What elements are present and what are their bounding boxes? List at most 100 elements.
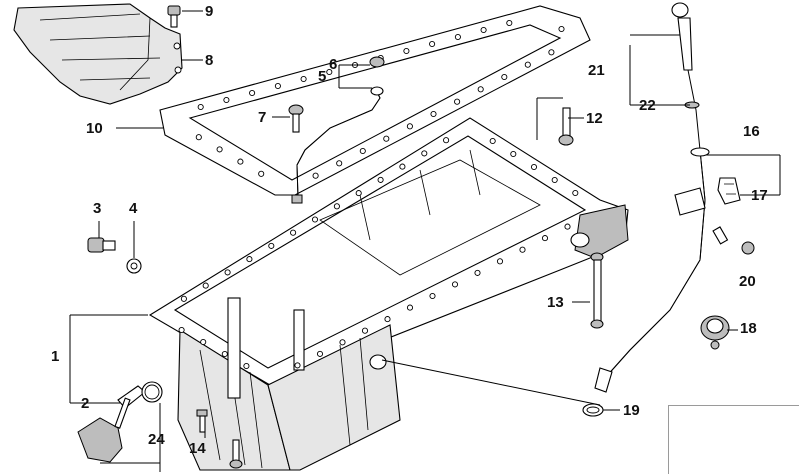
clip-17-icon xyxy=(717,177,741,205)
bolt-hole xyxy=(216,146,223,153)
bolt-hole xyxy=(223,96,230,104)
bolt-13-icon xyxy=(590,252,604,329)
callout-16: 16 xyxy=(743,123,760,140)
bolt-hole xyxy=(541,235,549,242)
callout-20: 20 xyxy=(739,273,756,290)
bolt-hole xyxy=(339,339,346,346)
bolt-hole xyxy=(359,147,366,155)
bolt-hole xyxy=(361,327,369,334)
bolt-short-icon xyxy=(229,439,243,469)
bolt-hole xyxy=(197,103,204,111)
bolt-hole xyxy=(496,258,504,265)
callout-22: 22 xyxy=(639,97,656,114)
bolt-hole xyxy=(501,73,508,81)
bolt-hole xyxy=(429,40,436,48)
bolt-hole xyxy=(421,150,428,157)
gasket-icon xyxy=(159,5,591,196)
callout-7: 7 xyxy=(258,109,267,126)
bolt-hole xyxy=(489,137,496,145)
bolt-hole xyxy=(290,229,297,236)
bolt-hole xyxy=(384,316,391,323)
o-ring-24-icon xyxy=(141,381,163,403)
dipstick-guide-tube-icon xyxy=(594,147,710,393)
callout-6: 6 xyxy=(329,56,338,73)
bolt-hole xyxy=(237,158,244,165)
bolt-hole xyxy=(224,269,231,276)
oil-pipe-icon xyxy=(291,56,385,204)
bolt-hole xyxy=(399,163,406,170)
dipstick-icon xyxy=(671,2,701,151)
callout-4: 4 xyxy=(129,200,138,217)
bolt-hole xyxy=(403,47,410,55)
bolt-7-icon xyxy=(288,104,304,133)
bolt-hole xyxy=(480,26,487,34)
grommet-18-icon xyxy=(700,315,730,350)
bolt-hole xyxy=(477,86,484,93)
bolt-hole xyxy=(551,176,558,184)
bolt-hole xyxy=(178,326,185,334)
callout-17: 17 xyxy=(751,187,768,204)
bolt-hole xyxy=(524,61,531,68)
bolt-hole xyxy=(383,135,390,142)
bolt-hole xyxy=(564,223,571,230)
bolt-20-icon xyxy=(712,226,755,255)
bolt-hole xyxy=(326,68,333,76)
bolt-hole xyxy=(443,137,450,144)
callout-24: 24 xyxy=(148,431,165,448)
callout-1: 1 xyxy=(51,348,60,365)
bolt-hole xyxy=(200,338,207,346)
bolt-9-icon xyxy=(167,5,181,28)
bolt-hole xyxy=(572,189,579,197)
callout-18: 18 xyxy=(740,320,757,337)
callout-21: 21 xyxy=(588,62,605,79)
bolt-hole xyxy=(243,362,250,370)
callout-10: 10 xyxy=(86,120,103,137)
bolt-hole xyxy=(316,350,324,357)
bolt-hole xyxy=(454,98,461,105)
bolt-hole xyxy=(336,160,343,167)
bolt-hole xyxy=(333,203,340,210)
bolt-hole xyxy=(548,49,555,56)
bolt-12-icon xyxy=(558,107,574,146)
bolt-hole xyxy=(246,256,253,263)
bolt-14-icon xyxy=(196,409,208,433)
callout-8: 8 xyxy=(205,52,214,69)
bolt-hole xyxy=(451,281,459,288)
bolt-hole xyxy=(294,362,301,369)
bolt-hole xyxy=(312,172,319,179)
washer-icon xyxy=(126,258,142,274)
bolt-hole xyxy=(530,163,538,171)
callout-13: 13 xyxy=(547,294,564,311)
callout-14: 14 xyxy=(189,440,206,457)
bolt-hole xyxy=(274,82,281,90)
bolt-hole xyxy=(506,19,513,27)
bolt-hole xyxy=(249,89,256,97)
bolt-hole xyxy=(195,134,202,141)
bolt-hole xyxy=(519,246,526,253)
bolt-hole xyxy=(180,295,187,302)
heat-shield-icon xyxy=(13,3,183,105)
bolt-hole xyxy=(430,110,437,118)
oil-pan-icon xyxy=(148,117,629,471)
callout-12: 12 xyxy=(586,110,603,127)
callout-2: 2 xyxy=(81,395,90,412)
bolt-hole xyxy=(429,292,436,300)
bolt-hole xyxy=(355,190,362,197)
drain-plug-icon xyxy=(87,237,116,253)
leader-lines xyxy=(69,10,781,472)
bolt-hole xyxy=(311,216,319,223)
vehicle-thumbnail-frame xyxy=(668,405,799,474)
o-ring-19-icon xyxy=(582,403,604,417)
bolt-hole xyxy=(474,269,481,276)
callout-19: 19 xyxy=(623,402,640,419)
bolt-hole xyxy=(258,170,265,177)
callout-5: 5 xyxy=(318,68,327,85)
callout-3: 3 xyxy=(93,200,102,217)
bolt-hole xyxy=(454,33,461,41)
oil-level-sensor-icon xyxy=(77,385,146,463)
bolt-hole xyxy=(202,282,209,289)
callout-9: 9 xyxy=(205,3,214,20)
bolt-hole xyxy=(268,242,275,249)
bolt-hole xyxy=(300,75,307,83)
